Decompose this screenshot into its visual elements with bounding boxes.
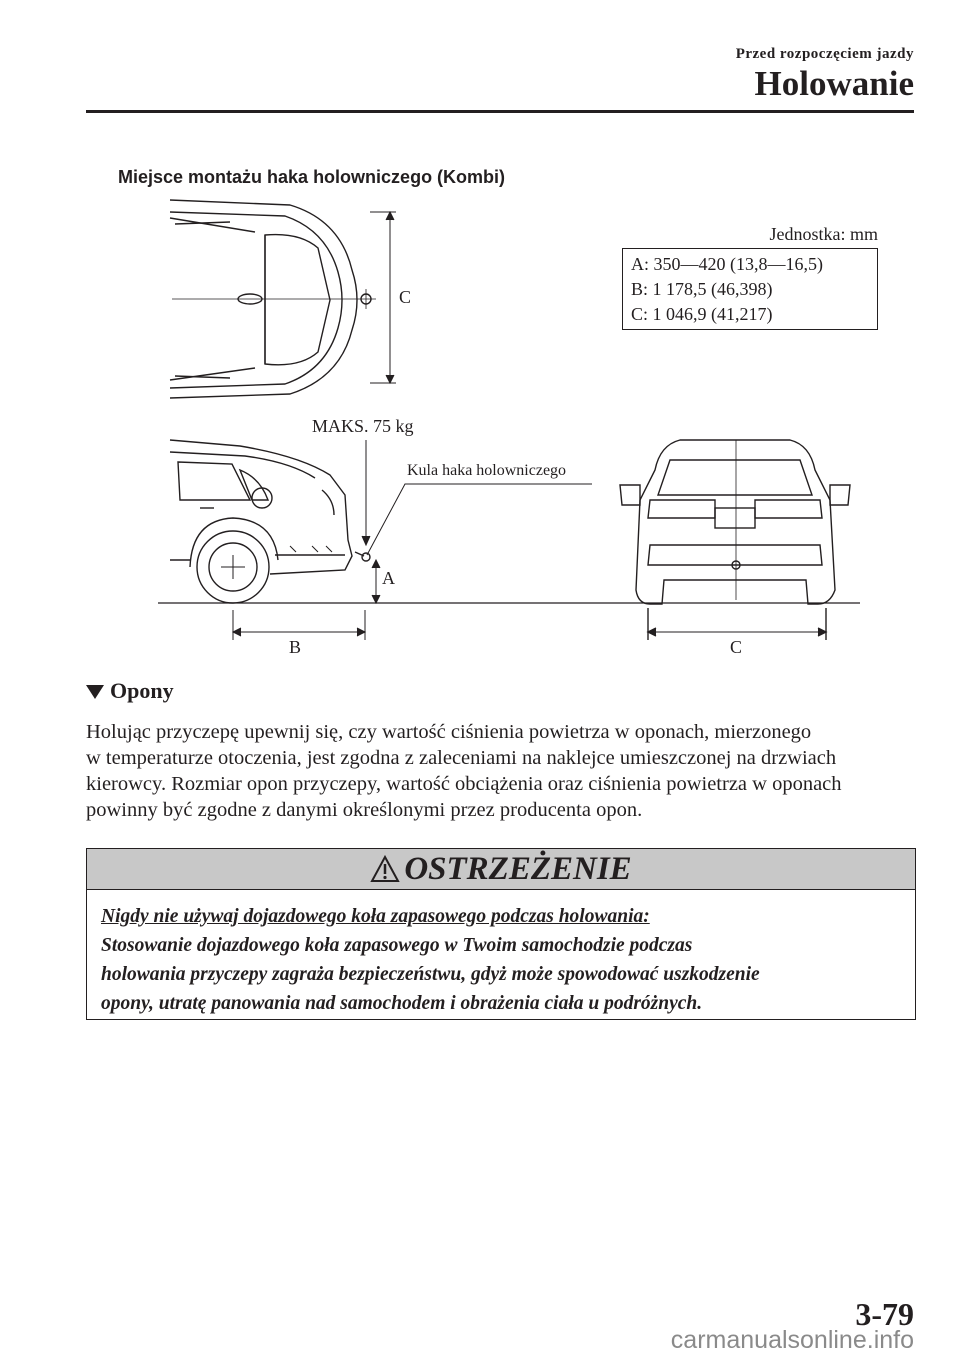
section-heading: Opony	[86, 678, 174, 704]
warning-body: Nigdy nie używaj dojazdowego koła zapaso…	[87, 890, 915, 1018]
figure-caption: Miejsce montażu haka holowniczego (Kombi…	[118, 167, 506, 187]
watermark: carmanualsonline.info	[670, 1326, 914, 1354]
towing-diagram	[158, 199, 860, 640]
warning-line: Stosowanie dojazdowego koła zapasowego w…	[101, 935, 693, 956]
warning-line: Nigdy nie używaj dojazdowego koła zapaso…	[101, 906, 650, 927]
label-c-rear: C	[730, 637, 743, 657]
body-line: w temperaturze otoczenia, jest zgodna z …	[86, 747, 837, 769]
spec-c: C: 1 046,9 (41,217)	[631, 304, 773, 324]
unit-label: Jednostka: mm	[769, 224, 879, 244]
warning-line: holowania przyczepy zagraża bezpieczeńst…	[101, 964, 760, 985]
rear-view-car	[619, 439, 851, 640]
label-a: A	[382, 568, 395, 588]
body-line: powinny być zgodne z danymi określonymi …	[86, 799, 643, 821]
label-c-top: C	[399, 287, 412, 307]
warning-box: OSTRZEŻENIE Nigdy nie używaj dojazdowego…	[86, 848, 916, 1020]
top-view-car	[169, 199, 376, 399]
label-b: B	[289, 637, 302, 657]
label-max-load: MAKS. 75 kg	[312, 416, 414, 436]
spec-b: B: 1 178,5 (46,398)	[631, 279, 773, 299]
side-dimensions	[158, 440, 860, 640]
dimension-c-top	[370, 210, 396, 385]
page-number: 3-79	[855, 1296, 914, 1332]
warning-header: OSTRZEŻENIE	[87, 849, 915, 890]
header-section: Przed rozpoczęciem jazdy	[735, 46, 914, 62]
spec-box: A: 350—420 (13,8—16,5) B: 1 178,5 (46,39…	[622, 248, 878, 330]
warning-triangle-icon	[370, 855, 400, 882]
section-title: Opony	[110, 678, 174, 703]
warning-line: opony, utratę panowania nad samochodem i…	[101, 993, 703, 1014]
section-body: Holując przyczepę upewnij się, czy warto…	[86, 719, 916, 823]
side-view-car	[169, 439, 371, 604]
header-rule	[86, 110, 914, 113]
warning-title: OSTRZEŻENIE	[404, 850, 632, 887]
spec-a: A: 350—420 (13,8—16,5)	[631, 254, 823, 274]
page-title: Holowanie	[754, 64, 914, 103]
label-tow-ball: Kula haka holowniczego	[407, 462, 567, 479]
body-line: Holując przyczepę upewnij się, czy warto…	[86, 721, 812, 743]
triangle-bullet-icon	[86, 685, 104, 699]
body-line: kierowcy. Rozmiar opon przyczepy, wartoś…	[86, 773, 842, 795]
